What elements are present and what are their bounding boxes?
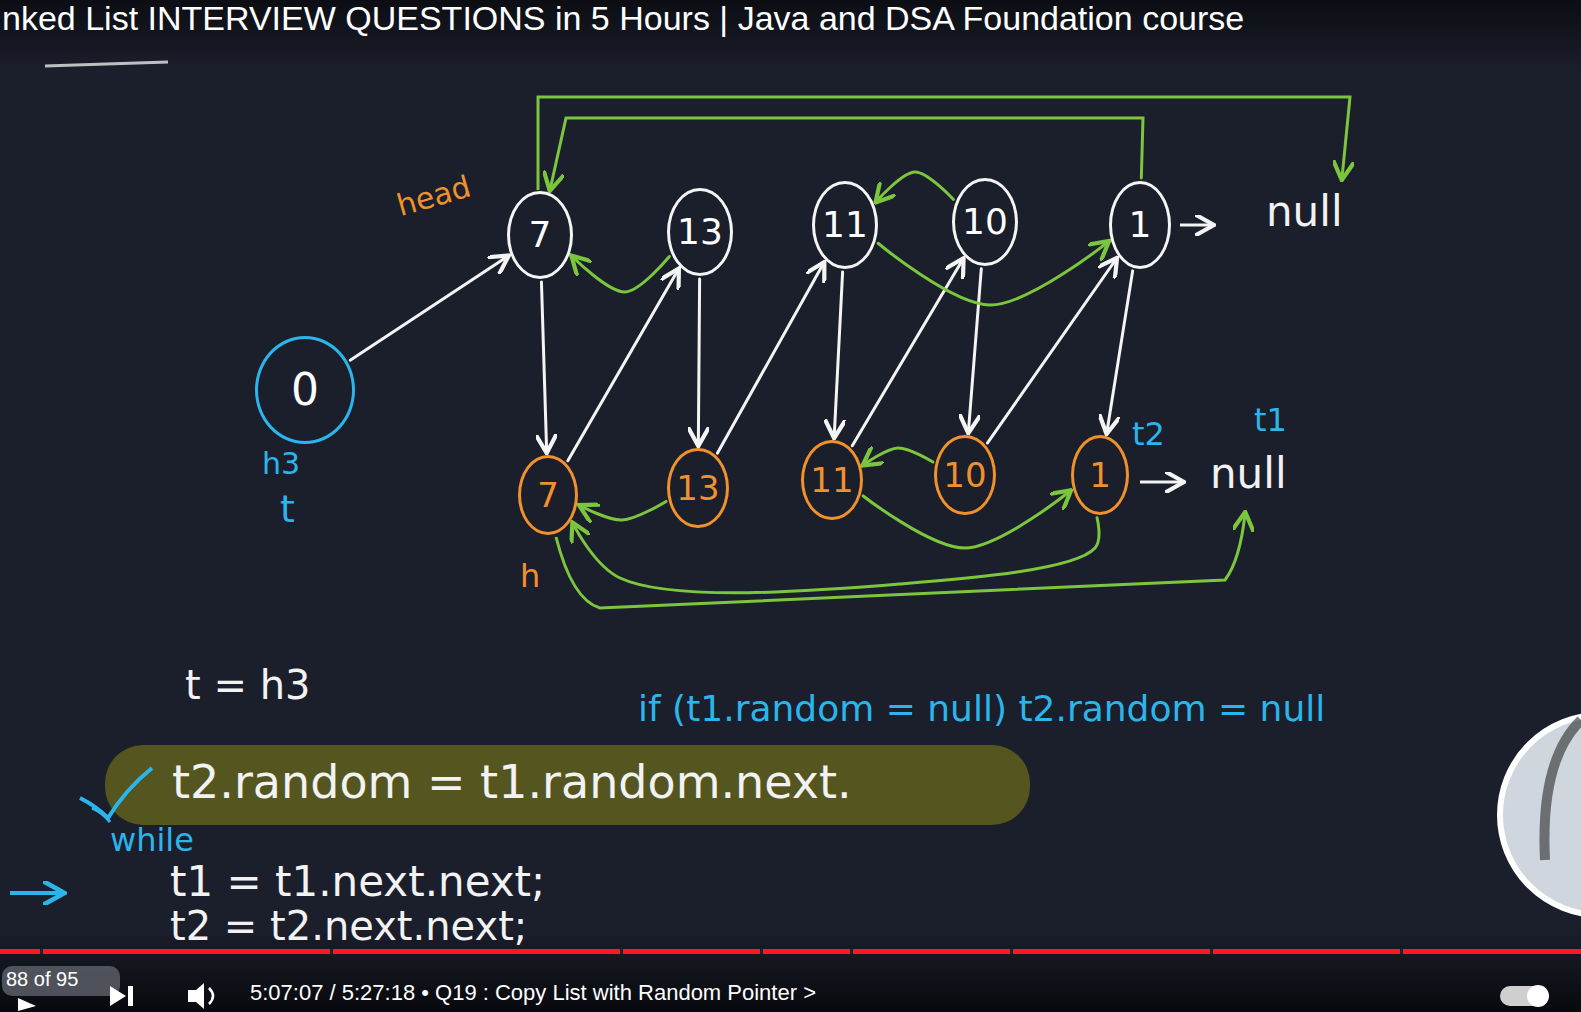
next-icon [110,986,133,1006]
list-node: 10 [952,178,1018,266]
node-value: 1 [1129,207,1152,243]
random-pointer [863,492,1069,549]
next-pointer [350,257,507,360]
next-null-arrow [1140,481,1182,484]
null-label: null [1266,190,1343,234]
volume-icon [209,988,213,1004]
list-node: 1 [1109,181,1171,269]
next-pointer [987,259,1115,443]
copy-node: 1 [1071,435,1129,515]
check-mark [92,808,110,822]
copy-node: 11 [801,440,862,520]
code-note: t = h3 [185,664,310,706]
next-pointer [541,282,546,451]
copy-node: 13 [667,448,728,528]
playlist-pill [2,966,120,996]
next-pointer [718,264,824,453]
autoplay-toggle [1500,986,1548,1006]
highlight [105,745,1030,825]
pointer-arrow [10,891,62,895]
node-value: 7 [529,217,552,253]
random-null-arrow [538,97,1350,190]
list-node: 11 [812,181,878,269]
random-pointer [550,118,1143,189]
underline [45,62,168,66]
video-time: 5:07:07 / 5:27:18 • Q19 : Copy List with… [250,981,816,1004]
chapter-marks [40,949,1403,954]
node-value: 10 [962,204,1008,240]
node-value: 7 [537,478,559,512]
volume-icon [188,983,204,1009]
presenter-thumbnail [1500,715,1581,915]
copy-node: 7 [518,455,578,535]
next-pointer [852,260,962,446]
list-node: 13 [667,188,733,276]
video-title: nked List INTERVIEW QUESTIONS in 5 Hours… [2,1,1244,37]
null-label: null [1210,452,1287,496]
code-note: if (t1.random = null) t2.random = null [638,690,1325,728]
presenter-thumbnail [1544,720,1581,860]
code-note: while [110,824,194,858]
next-null-arrow [1180,224,1212,227]
next-pointer [968,269,981,431]
random-null-arrow [556,514,1245,608]
next-pointer [698,279,699,444]
title-shade [0,0,1581,70]
progress-bar [0,949,1581,954]
next-pointer [834,272,842,436]
playlist-count: 88 of 95 [6,969,78,990]
copy-node: 10 [934,435,995,515]
pointer-label: t2 [1132,418,1165,452]
node-value: 0 [291,368,319,412]
check-mark [80,768,152,818]
node-value: 11 [822,207,868,243]
code-note: t2 = t2.next.next; [170,905,527,947]
random-pointer [877,172,954,201]
node-value: 10 [943,458,986,492]
autoplay-toggle [1527,985,1549,1007]
code-highlight: t2.random = t1.random.next. [172,758,852,806]
random-pointer [573,518,1099,593]
pointer-label: head [393,171,474,222]
pointer-label: h3 [262,448,300,480]
random-pointer [864,448,933,464]
node-value: 11 [810,463,853,497]
pointer-label: h [520,560,540,594]
dummy-node: 0 [255,336,355,444]
next-pointer [568,270,678,460]
pointer-label: t [280,490,295,530]
next-pointer [1107,271,1133,432]
list-node: 7 [507,191,573,279]
random-pointer [878,242,1107,305]
play-icon [18,998,36,1011]
node-value: 1 [1089,458,1111,492]
random-pointer [573,257,670,292]
node-value: 13 [677,214,723,250]
node-value: 13 [676,471,719,505]
random-pointer [581,501,666,520]
code-note: t1 = t1.next.next; [170,860,545,904]
pointer-label: t1 [1254,404,1287,438]
